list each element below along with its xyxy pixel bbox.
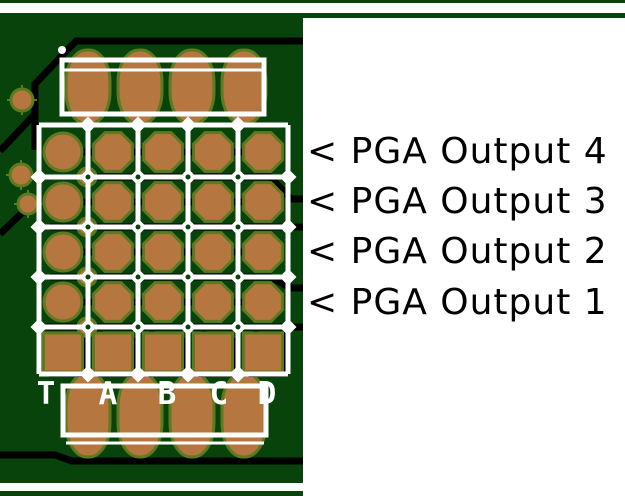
- grid-pad-octagon: [142, 131, 184, 173]
- grid-node-dot: [235, 224, 241, 230]
- grid-node-dot: [185, 324, 191, 330]
- grid-pad-octagon: [192, 231, 234, 273]
- grid-node-dot: [185, 224, 191, 230]
- grid-node-diamond: [229, 365, 247, 383]
- via-pad: [16, 192, 40, 216]
- annotation-pga-output-2: < PGA Output 2: [307, 231, 608, 272]
- grid-pad-octagon: [242, 231, 284, 273]
- silkscreen-letter-A: A: [99, 376, 118, 412]
- grid-node-dot: [85, 324, 91, 330]
- grid-pad-square: [142, 331, 184, 374]
- board-edge-strip-top-inner: [0, 13, 625, 18]
- annotation-pga-output-3: < PGA Output 3: [307, 181, 608, 222]
- grid-node-diamond: [129, 116, 147, 134]
- grid-pad-octagon: [192, 181, 234, 223]
- trace-bottom: [0, 451, 303, 465]
- grid-node-diamond: [179, 116, 197, 134]
- bottom-connector-outline: [60, 383, 269, 438]
- grid-pad-square: [92, 331, 134, 374]
- grid-node-dot: [135, 274, 141, 280]
- annotation-pga-output-4: < PGA Output 4: [307, 131, 608, 172]
- silkscreen-letter-T: T: [37, 376, 56, 412]
- grid-node-diamond: [279, 318, 297, 336]
- grid-node-dot: [135, 174, 141, 180]
- grid-node-diamond: [229, 116, 247, 134]
- grid-pad-round: [42, 131, 84, 173]
- grid-node-dot: [235, 324, 241, 330]
- trace-top-left-branch: [0, 111, 38, 154]
- pin1-dot: [58, 46, 66, 54]
- grid-node-diamond: [30, 218, 48, 236]
- grid-pad-square: [242, 331, 284, 374]
- grid-node-diamond: [79, 116, 97, 134]
- via-pad: [8, 162, 34, 188]
- grid-node-dot: [235, 174, 241, 180]
- annotation-pga-output-1: < PGA Output 1: [307, 282, 608, 323]
- grid-pad-round: [42, 231, 84, 273]
- grid-pad-round: [42, 281, 84, 323]
- grid-node-dot: [185, 274, 191, 280]
- grid-pad-octagon: [142, 281, 184, 323]
- copper-pads: [6, 48, 288, 459]
- silkscreen-letter-C: C: [210, 376, 229, 412]
- grid-node-diamond: [279, 218, 297, 236]
- grid-pad-octagon: [142, 181, 184, 223]
- annotation-labels: < PGA Output 4 < PGA Output 3 < PGA Outp…: [307, 131, 608, 323]
- grid-node-diamond: [79, 365, 97, 383]
- silkscreen-grid: [30, 116, 297, 383]
- grid-pad-octagon: [92, 231, 134, 273]
- grid-pad-octagon: [242, 181, 284, 223]
- grid-pad-octagon: [192, 281, 234, 323]
- grid-node-dot: [85, 224, 91, 230]
- grid-node-dot: [85, 174, 91, 180]
- grid-pad-octagon: [92, 281, 134, 323]
- grid-pad-square: [42, 331, 84, 374]
- board-edge-strip-top-outer: [0, 0, 625, 3]
- grid-node-dot: [135, 324, 141, 330]
- grid-node-diamond: [129, 365, 147, 383]
- grid-pad-square: [192, 331, 234, 374]
- silkscreen-letter-D: D: [258, 376, 277, 412]
- grid-pad-octagon: [192, 131, 234, 173]
- grid-node-diamond: [179, 365, 197, 383]
- top-connector-outline: [59, 57, 267, 117]
- grid-node-diamond: [30, 268, 48, 286]
- silkscreen-layer: [58, 46, 269, 445]
- grid-pad-octagon: [142, 231, 184, 273]
- via-pad: [9, 87, 35, 113]
- silkscreen-letter-B: B: [158, 376, 177, 412]
- grid-node-diamond: [279, 268, 297, 286]
- grid-node-diamond: [279, 168, 297, 186]
- grid-pad-octagon: [242, 131, 284, 173]
- grid-pad-octagon: [92, 131, 134, 173]
- grid-node-dot: [85, 274, 91, 280]
- grid-node-dot: [235, 274, 241, 280]
- grid-pad-octagon: [92, 181, 134, 223]
- grid-node-diamond: [30, 318, 48, 336]
- grid-node-dot: [135, 224, 141, 230]
- grid-pad-octagon: [242, 281, 284, 323]
- grid-pad-round: [42, 181, 84, 223]
- grid-node-dot: [185, 174, 191, 180]
- board-edge-strip-bottom: [0, 491, 303, 496]
- grid-node-diamond: [30, 168, 48, 186]
